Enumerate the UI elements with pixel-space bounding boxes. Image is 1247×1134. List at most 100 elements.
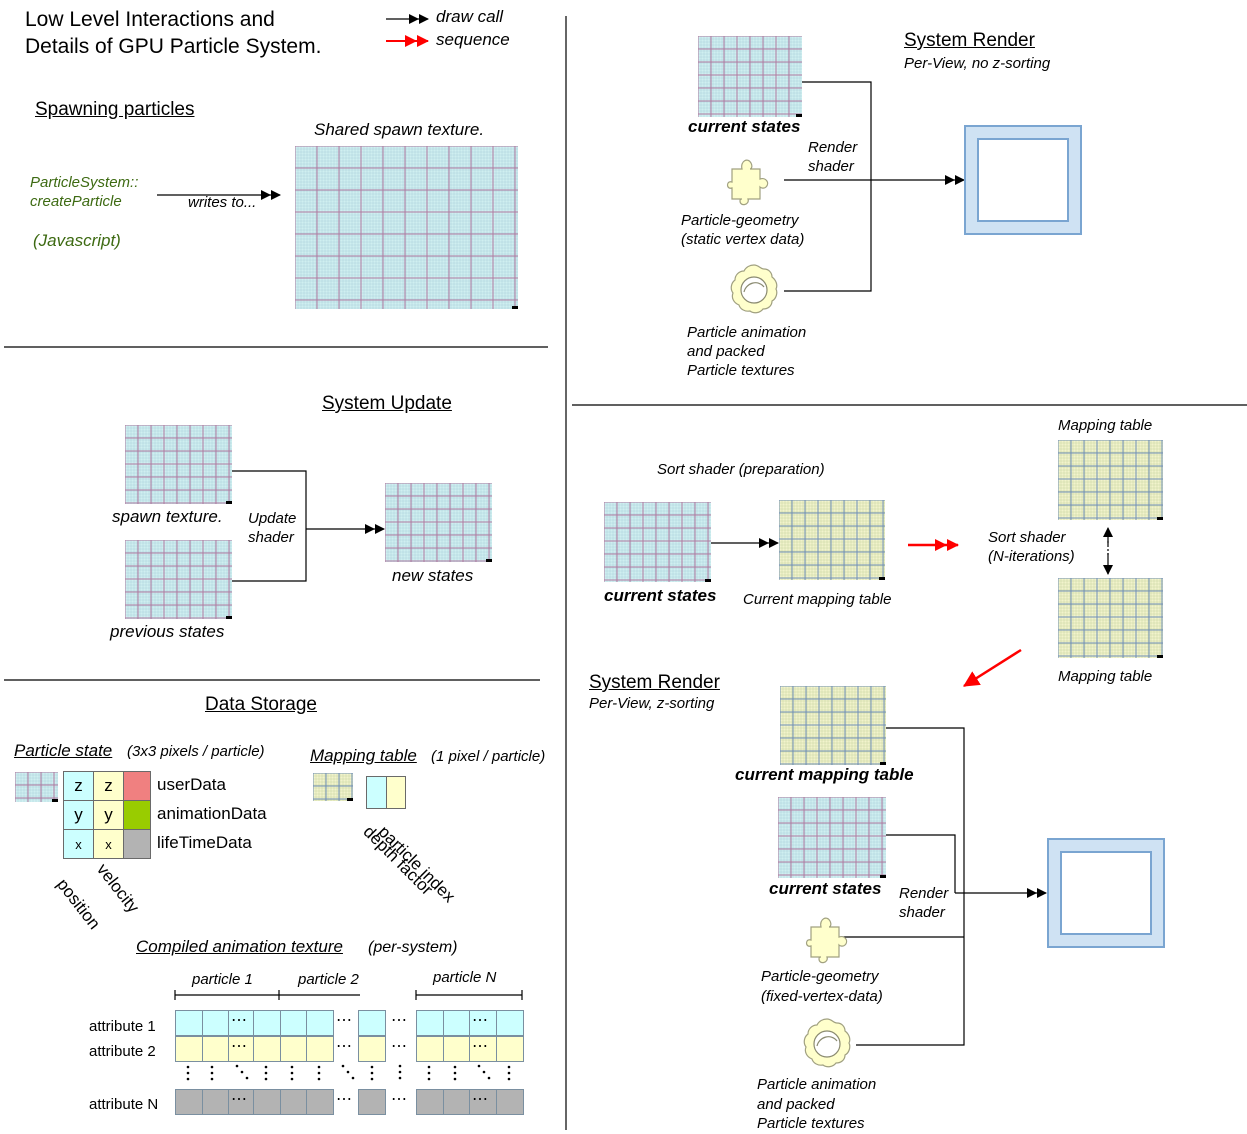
mapping-index-cell — [366, 776, 387, 809]
vertical-dot — [290, 1065, 294, 1069]
sort-shader-line1: Sort shader — [988, 529, 1066, 546]
diagonal-dot — [351, 1076, 355, 1080]
vertical-dot — [210, 1071, 214, 1075]
render-top-gear-blob-icon — [726, 261, 782, 316]
sort-prep-label: Sort shader (preparation) — [657, 461, 825, 478]
animation-texel — [306, 1089, 334, 1115]
render-bottom-subtitle: Per-View, z-sorting — [589, 695, 715, 712]
vertical-dot — [398, 1076, 402, 1080]
render-bottom-anim-line2: and packed — [757, 1096, 835, 1113]
render-bottom-current-states: current states — [769, 879, 882, 898]
render-top-current-states: current states — [688, 117, 801, 136]
state-grid-cell — [123, 771, 151, 801]
ellipsis-mark: ⋯ — [231, 1012, 247, 1029]
render-bottom-current-states-texture — [777, 796, 886, 878]
shared-spawn-texture-label: Shared spawn texture. — [314, 120, 485, 139]
diagonal-dot — [240, 1070, 244, 1074]
animation-texel — [201, 1010, 229, 1036]
animation-texel — [279, 1036, 307, 1062]
vertical-dot — [186, 1077, 190, 1081]
vertical-dot — [290, 1077, 294, 1081]
ellipsis-mark: ⋯ — [472, 1091, 488, 1108]
ellipsis-mark: ⋯ — [231, 1091, 247, 1108]
update-shader-line1: Update — [248, 510, 297, 527]
render-top-shader-line1: Render — [808, 139, 858, 156]
render-bottom-shader-line1: Render — [899, 885, 949, 902]
mapping-table-top-texture — [1057, 439, 1163, 520]
animation-texel — [416, 1089, 444, 1115]
animation-texel — [253, 1036, 281, 1062]
vertical-dot — [398, 1064, 402, 1068]
ellipsis-mark: ⋯ — [231, 1038, 247, 1055]
animation-texel — [496, 1010, 524, 1036]
diagonal-dot — [235, 1064, 239, 1068]
animation-texel — [442, 1036, 470, 1062]
vertical-dot — [317, 1065, 321, 1069]
mapping-depth-cell — [386, 776, 406, 809]
spawn-texture-label: spawn texture. — [112, 507, 223, 526]
vertical-dot — [370, 1071, 374, 1075]
diagram-title-line2: Details of GPU Particle System. — [25, 35, 322, 58]
current-mapping-label: Current mapping table — [743, 591, 892, 608]
state-grid-cell: x — [93, 829, 124, 859]
vertical-dot — [186, 1065, 190, 1069]
mapping-mini-texture — [312, 772, 353, 801]
mapping-table-label: Mapping table — [310, 746, 417, 765]
particle-1-label: particle 1 — [192, 971, 253, 988]
current-mapping-texture — [778, 499, 885, 580]
update-heading: System Update — [322, 393, 452, 414]
spawning-heading: Spawning particles — [35, 99, 195, 120]
diagonal-dot — [487, 1076, 491, 1080]
state-grid-cell: z — [93, 771, 124, 801]
ellipsis-mark: ⋯ — [391, 1091, 407, 1108]
vertical-dot — [427, 1077, 431, 1081]
spawn-source-line1: ParticleSystem:: — [30, 174, 139, 191]
attr-animationdata: animationData — [157, 804, 267, 823]
vertical-dot — [317, 1071, 321, 1075]
mapping-table-top-label: Mapping table — [1058, 417, 1153, 434]
compiled-animation-heading: Compiled animation texture — [136, 937, 343, 956]
ellipsis-mark: ⋯ — [391, 1012, 407, 1029]
animation-texel — [175, 1036, 203, 1062]
vertical-dot — [264, 1065, 268, 1069]
new-states-texture — [384, 482, 492, 562]
diagonal-dot — [245, 1076, 249, 1080]
render-top-output-frame — [964, 125, 1082, 235]
vertical-dot — [370, 1077, 374, 1081]
render-bottom-shader-line2: shader — [899, 904, 945, 921]
spawn-source-line2: createParticle — [30, 193, 122, 210]
particle-state-note: (3x3 pixels / particle) — [127, 743, 265, 760]
shared-spawn-texture — [294, 145, 518, 309]
animation-texel — [358, 1036, 386, 1062]
state-grid-cell: x — [63, 829, 94, 859]
vertical-dot — [398, 1070, 402, 1074]
diagonal-dot — [477, 1064, 481, 1068]
vertical-dot — [507, 1065, 511, 1069]
vertical-dot — [210, 1077, 214, 1081]
render-bottom-mapping-texture — [779, 685, 886, 765]
render-top-anim-line1: Particle animation — [687, 324, 807, 341]
vertical-dot — [427, 1065, 431, 1069]
diagonal-dot — [482, 1070, 486, 1074]
vertical-dot — [210, 1065, 214, 1069]
mapping-table-note: (1 pixel / particle) — [431, 748, 546, 765]
animation-texel — [253, 1010, 281, 1036]
render-top-shader-line2: shader — [808, 158, 854, 175]
diagonal-dot — [341, 1064, 345, 1068]
sort-current-states: current states — [604, 586, 717, 605]
state-grid-cell: y — [63, 800, 94, 830]
animation-texel — [442, 1010, 470, 1036]
spawn-language: (Javascript) — [33, 231, 121, 250]
sort-current-states-texture — [603, 501, 711, 582]
render-bottom-anim-line1: Particle animation — [757, 1076, 877, 1093]
ellipsis-mark: ⋯ — [472, 1012, 488, 1029]
animation-texel — [469, 1036, 497, 1062]
update-shader-line2: shader — [248, 529, 294, 546]
legend-sequence: sequence — [436, 30, 510, 49]
render-top-heading: System Render — [904, 30, 1035, 51]
animation-texel — [306, 1036, 334, 1062]
animation-texel — [496, 1089, 524, 1115]
state-grid-cell: y — [93, 800, 124, 830]
animation-texel — [279, 1010, 307, 1036]
animation-texel — [416, 1036, 444, 1062]
